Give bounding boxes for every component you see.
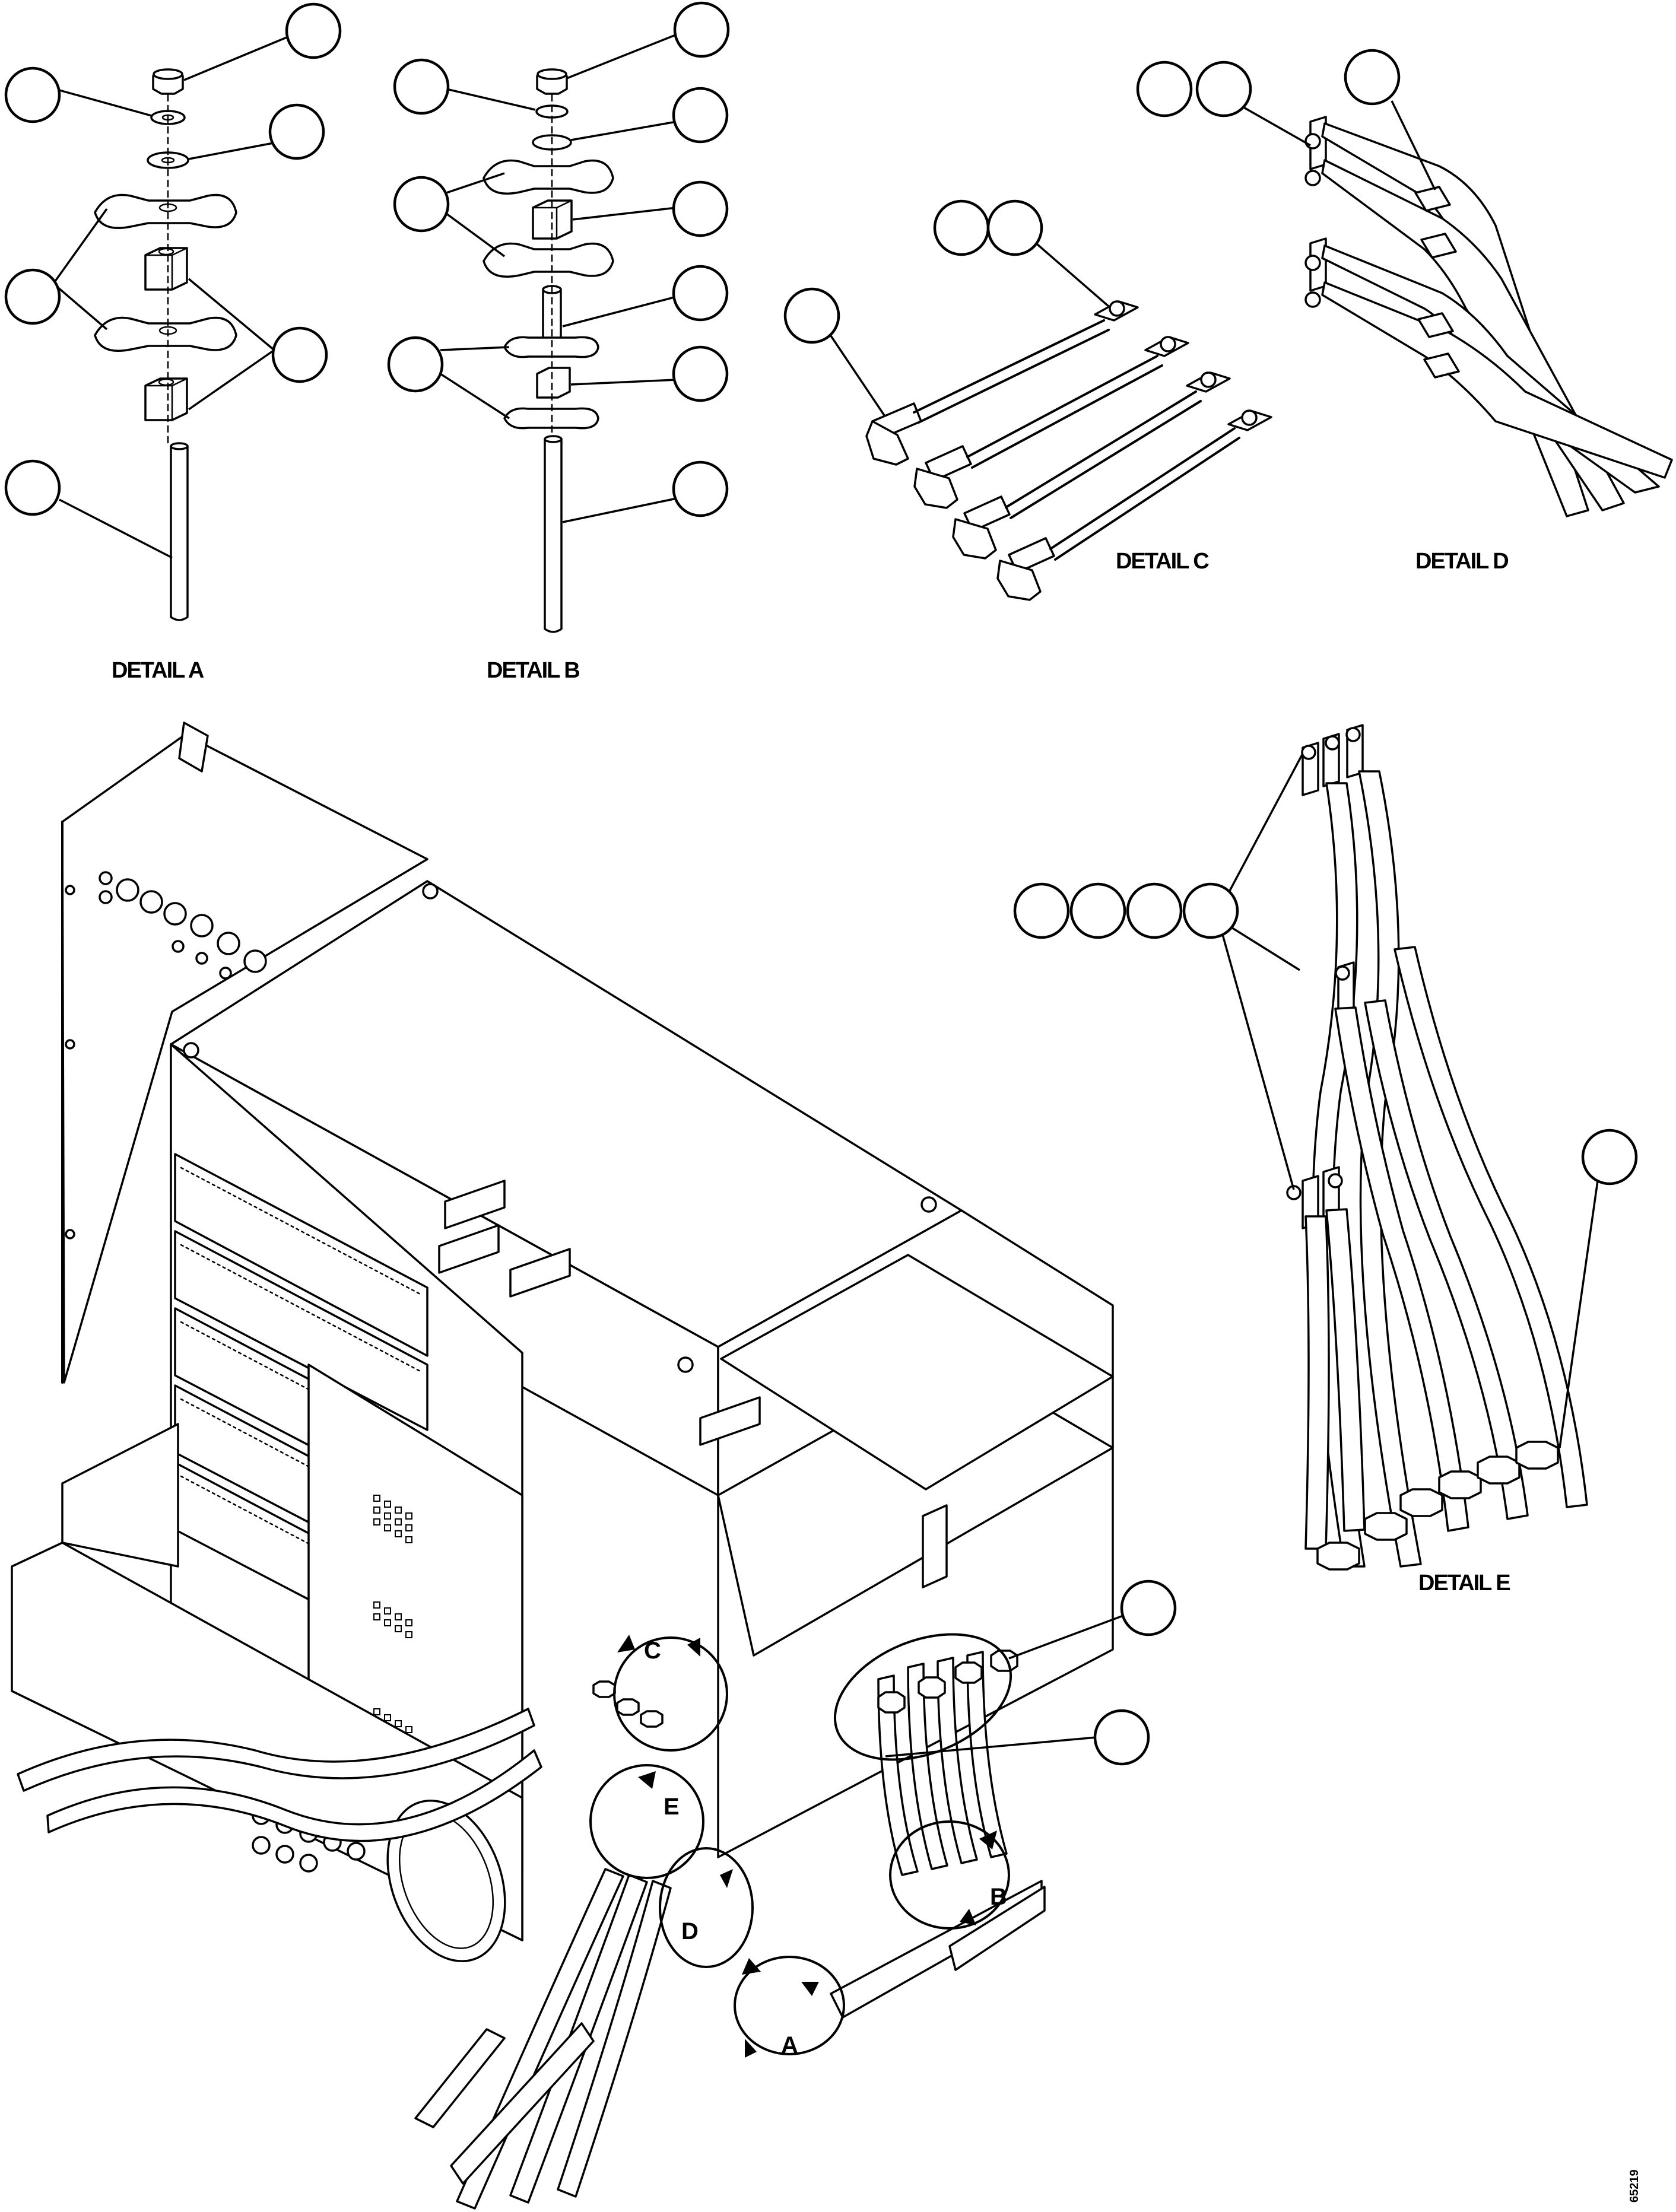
callout-circle xyxy=(672,265,729,322)
callout-circle xyxy=(783,287,840,344)
detail-a-label: DETAIL A xyxy=(112,658,204,683)
callout-circle xyxy=(393,58,450,115)
callback-a: A xyxy=(781,2032,798,2058)
detail-d-callouts xyxy=(1136,49,1436,190)
callout-circle xyxy=(986,199,1043,256)
callout-circle xyxy=(1093,1709,1150,1766)
detail-c-label: DETAIL C xyxy=(1116,549,1209,574)
callback-c: C xyxy=(644,1638,661,1664)
callout-circle xyxy=(1195,61,1252,117)
detail-e-cable-bundle xyxy=(1286,724,1588,1571)
detail-a-exploded-view xyxy=(94,68,237,621)
callout-circle xyxy=(4,66,61,123)
callout-circle xyxy=(1581,1129,1638,1186)
detail-b-callouts xyxy=(387,1,730,523)
callout-circle xyxy=(393,176,450,233)
main-view-callouts xyxy=(885,1579,1177,1766)
callout-circle xyxy=(672,87,729,144)
detail-e-callouts xyxy=(1013,753,1638,1448)
callout-circle xyxy=(285,2,342,59)
callout-circle xyxy=(1013,882,1070,939)
callout-circle xyxy=(1069,882,1126,939)
detail-b-label: DETAIL B xyxy=(487,658,579,683)
callback-b: B xyxy=(990,1884,1007,1910)
detail-c-cable-assemblies xyxy=(865,300,1272,601)
callback-d: D xyxy=(681,1918,699,1944)
callout-circle xyxy=(1120,1579,1177,1636)
callout-circle xyxy=(672,345,729,402)
callout-circle xyxy=(4,459,61,516)
callout-circle xyxy=(271,326,328,383)
callout-circle xyxy=(1344,49,1401,106)
detail-b-exploded-view xyxy=(483,68,614,633)
callback-e: E xyxy=(664,1794,680,1820)
callout-circle xyxy=(672,460,729,517)
main-assembly-view xyxy=(11,722,1114,2210)
callout-circle xyxy=(4,268,61,325)
detail-d-label: DETAIL D xyxy=(1415,549,1508,574)
detail-a-callouts xyxy=(4,2,342,559)
callout-circle xyxy=(268,103,325,160)
callout-circle xyxy=(672,180,729,237)
detail-d-cable-bundle xyxy=(1304,116,1673,517)
callout-circle xyxy=(933,199,990,256)
callout-circle xyxy=(387,336,444,393)
figure-id: 65219 xyxy=(1628,2169,1641,2203)
callout-circle xyxy=(1136,61,1193,117)
detail-c-callouts xyxy=(783,199,1111,416)
callout-circle xyxy=(1126,882,1183,939)
callout-circle xyxy=(1182,882,1239,939)
detail-e-label: DETAIL E xyxy=(1418,1571,1510,1596)
callout-circle xyxy=(673,1,730,58)
